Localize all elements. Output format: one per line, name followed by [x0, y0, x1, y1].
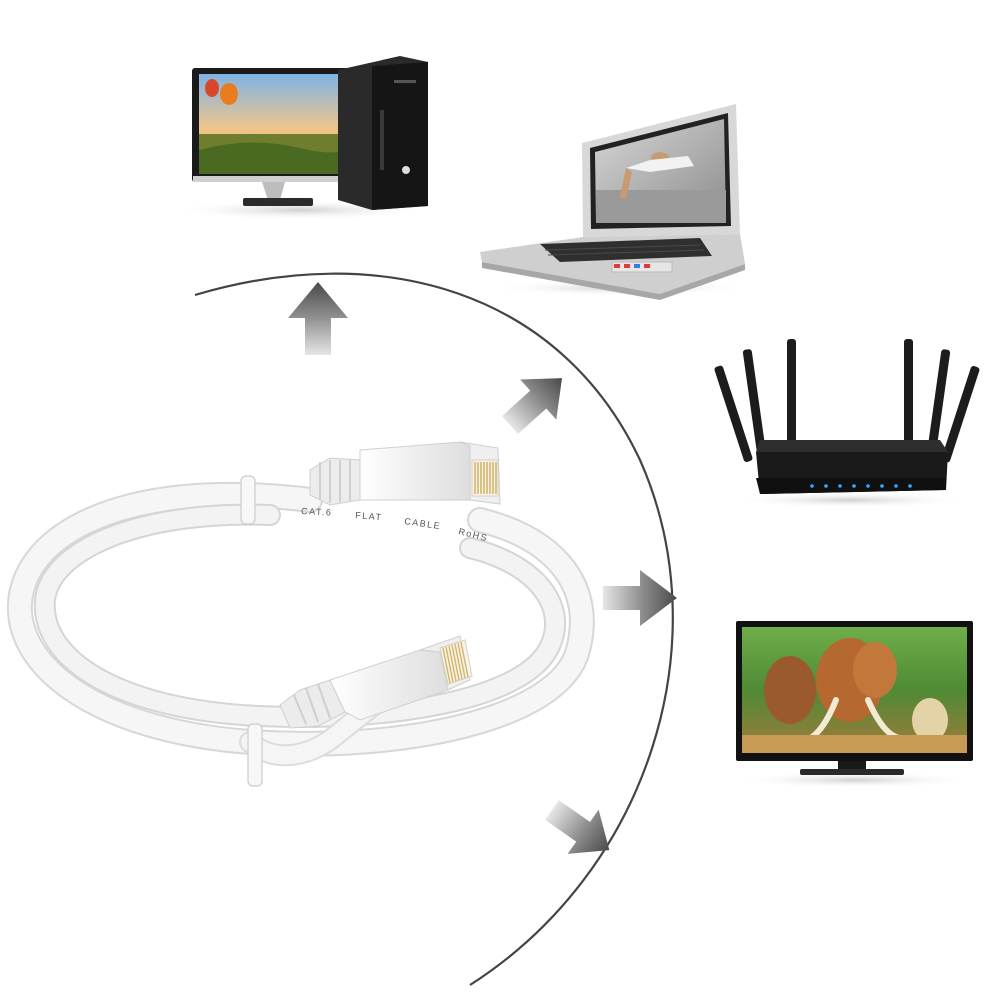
cable-print-cat: CAT.6 [301, 506, 333, 518]
flat-ethernet-cable-icon: CAT.6 FLAT CABLE RoHS [6, 441, 595, 787]
arrow-up-icon [288, 282, 348, 355]
arrow-right-icon [603, 570, 677, 626]
rj45-plug-top [309, 441, 501, 506]
arrow-up-right-icon [501, 378, 563, 434]
wifi-router-icon [714, 339, 980, 508]
arrow-down-right-icon [545, 800, 610, 854]
rj45-plug-bottom [279, 635, 473, 729]
cable-print-cable: CABLE [404, 516, 442, 531]
cable-printed-text: CAT.6 FLAT CABLE RoHS [301, 506, 489, 543]
router-status-leds [810, 484, 912, 488]
laptop-icon [480, 104, 750, 300]
television-icon [735, 621, 975, 788]
cable-print-flat: FLAT [355, 510, 383, 522]
desktop-computer-icon [170, 56, 430, 220]
connection-arc [194, 272, 674, 986]
